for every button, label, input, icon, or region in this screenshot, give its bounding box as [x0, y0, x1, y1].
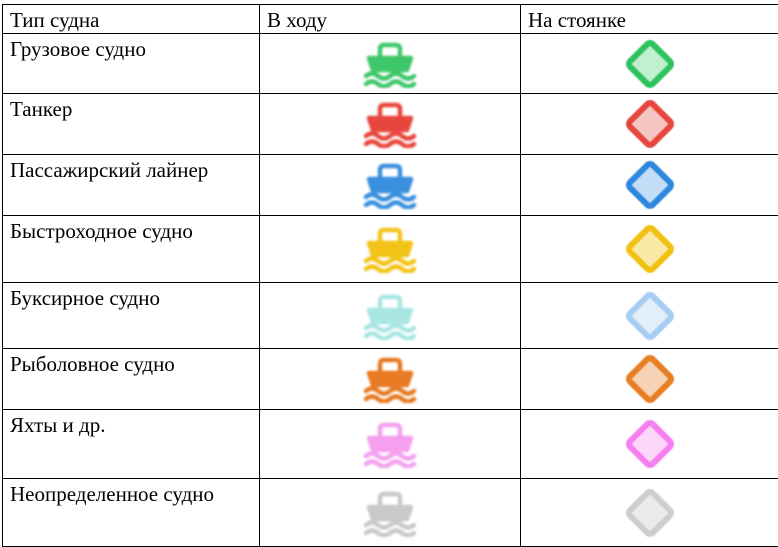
header-vessel-type: Тип судна [3, 5, 260, 34]
table-row: Неопределенное судно [3, 479, 778, 547]
ship-underway-icon [360, 100, 420, 148]
table-row: Рыболовное судно [3, 349, 778, 410]
underway-icon-cell [260, 410, 521, 479]
vessel-type-label: Яхты и др. [3, 410, 259, 438]
anchored-icon-cell [521, 283, 778, 349]
vessel-type-cell: Рыболовное судно [3, 349, 260, 410]
ship-anchored-diamond-icon [621, 156, 679, 214]
table-row: Быстроходное судно [3, 216, 778, 283]
header-vessel-type-label: Тип судна [3, 5, 259, 33]
table-row: Пассажирский лайнер [3, 155, 778, 216]
anchored-icon-cell [521, 349, 778, 410]
ship-anchored-diamond-icon [621, 287, 679, 345]
anchored-icon-cell [521, 410, 778, 479]
anchored-icon-cell [521, 34, 778, 94]
table-row: Яхты и др. [3, 410, 778, 479]
vessel-type-label: Пассажирский лайнер [3, 155, 259, 183]
ship-anchored-diamond-icon [621, 35, 679, 93]
header-anchored: На стоянке [521, 5, 778, 34]
vessel-legend-table: Тип судна В ходу На стоянке Грузовое суд… [2, 4, 778, 547]
vessel-type-cell: Буксирное судно [3, 283, 260, 349]
ship-underway-icon [360, 420, 420, 468]
ship-underway-icon [360, 355, 420, 403]
vessel-type-cell: Танкер [3, 94, 260, 155]
underway-icon-cell [260, 34, 521, 94]
ship-anchored-diamond-icon [621, 415, 679, 473]
vessel-type-label: Быстроходное судно [3, 216, 259, 244]
vessel-type-label: Неопределенное судно [3, 479, 259, 507]
vessel-type-cell: Пассажирский лайнер [3, 155, 260, 216]
header-underway: В ходу [260, 5, 521, 34]
ship-anchored-diamond-icon [621, 484, 679, 542]
vessel-type-label: Грузовое судно [3, 34, 259, 62]
header-anchored-label: На стоянке [521, 5, 778, 33]
vessel-type-label: Буксирное судно [3, 283, 259, 311]
ship-underway-icon [360, 225, 420, 273]
ship-underway-icon [360, 161, 420, 209]
ship-underway-icon [360, 292, 420, 340]
ship-underway-icon [360, 40, 420, 88]
vessel-type-cell: Неопределенное судно [3, 479, 260, 547]
ship-anchored-diamond-icon [621, 220, 679, 278]
ship-anchored-diamond-icon [621, 95, 679, 153]
ship-underway-icon [360, 489, 420, 537]
table-row: Грузовое судно [3, 34, 778, 94]
table-row: Танкер [3, 94, 778, 155]
ship-anchored-diamond-icon [621, 350, 679, 408]
header-row: Тип судна В ходу На стоянке [3, 5, 778, 34]
vessel-type-label: Танкер [3, 94, 259, 122]
table-row: Буксирное судно [3, 283, 778, 349]
header-underway-label: В ходу [260, 5, 520, 33]
underway-icon-cell [260, 349, 521, 410]
vessel-type-cell: Быстроходное судно [3, 216, 260, 283]
anchored-icon-cell [521, 155, 778, 216]
anchored-icon-cell [521, 94, 778, 155]
vessel-type-cell: Яхты и др. [3, 410, 260, 479]
anchored-icon-cell [521, 216, 778, 283]
vessel-type-cell: Грузовое судно [3, 34, 260, 94]
underway-icon-cell [260, 216, 521, 283]
vessel-type-label: Рыболовное судно [3, 349, 259, 377]
underway-icon-cell [260, 283, 521, 349]
anchored-icon-cell [521, 479, 778, 547]
underway-icon-cell [260, 479, 521, 547]
underway-icon-cell [260, 94, 521, 155]
underway-icon-cell [260, 155, 521, 216]
